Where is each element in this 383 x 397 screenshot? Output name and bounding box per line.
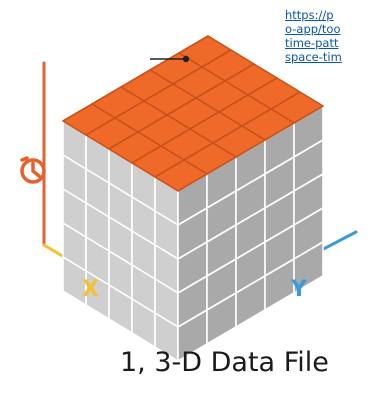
url-line[interactable]: o-app/too	[285, 22, 341, 36]
cube-right-face	[177, 105, 324, 362]
url-line[interactable]: time-patt	[285, 36, 339, 50]
y-axis-label: Y	[290, 277, 308, 302]
cube-left-face	[62, 120, 179, 362]
source-url-link[interactable]: https://p o-app/too time-patt space-tim	[285, 8, 383, 64]
top-cell	[154, 159, 208, 192]
pointer-marker	[150, 55, 190, 63]
url-line[interactable]: https://p	[285, 8, 334, 22]
figure-caption: 1, 3-D Data File	[120, 347, 329, 378]
clock-icon	[20, 156, 46, 184]
cube-top-face	[62, 35, 324, 192]
url-line[interactable]: space-tim	[285, 50, 342, 64]
x-axis-label: X	[82, 277, 99, 302]
side-cell	[293, 241, 324, 294]
